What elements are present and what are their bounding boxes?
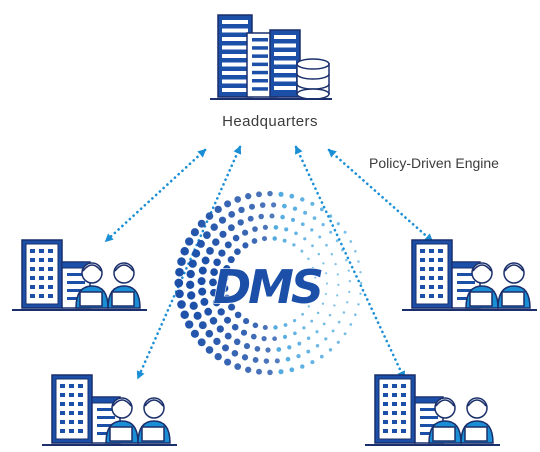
office-buildings-with-database-icon xyxy=(210,14,332,100)
branch-office-bottom-right xyxy=(365,374,500,446)
branch-office-right xyxy=(402,239,537,311)
connection-hq-bottom-right xyxy=(294,145,406,380)
branch-office-bottom-left xyxy=(42,374,177,446)
dms-logo-text: DMS xyxy=(213,260,322,314)
headquarters-label: Headquarters xyxy=(222,113,318,130)
connection-hq-left xyxy=(104,148,207,243)
branch-office-left xyxy=(12,239,147,311)
dotted-sphere-icon xyxy=(174,190,363,376)
policy-engine-label: Policy-Driven Engine xyxy=(369,155,499,171)
